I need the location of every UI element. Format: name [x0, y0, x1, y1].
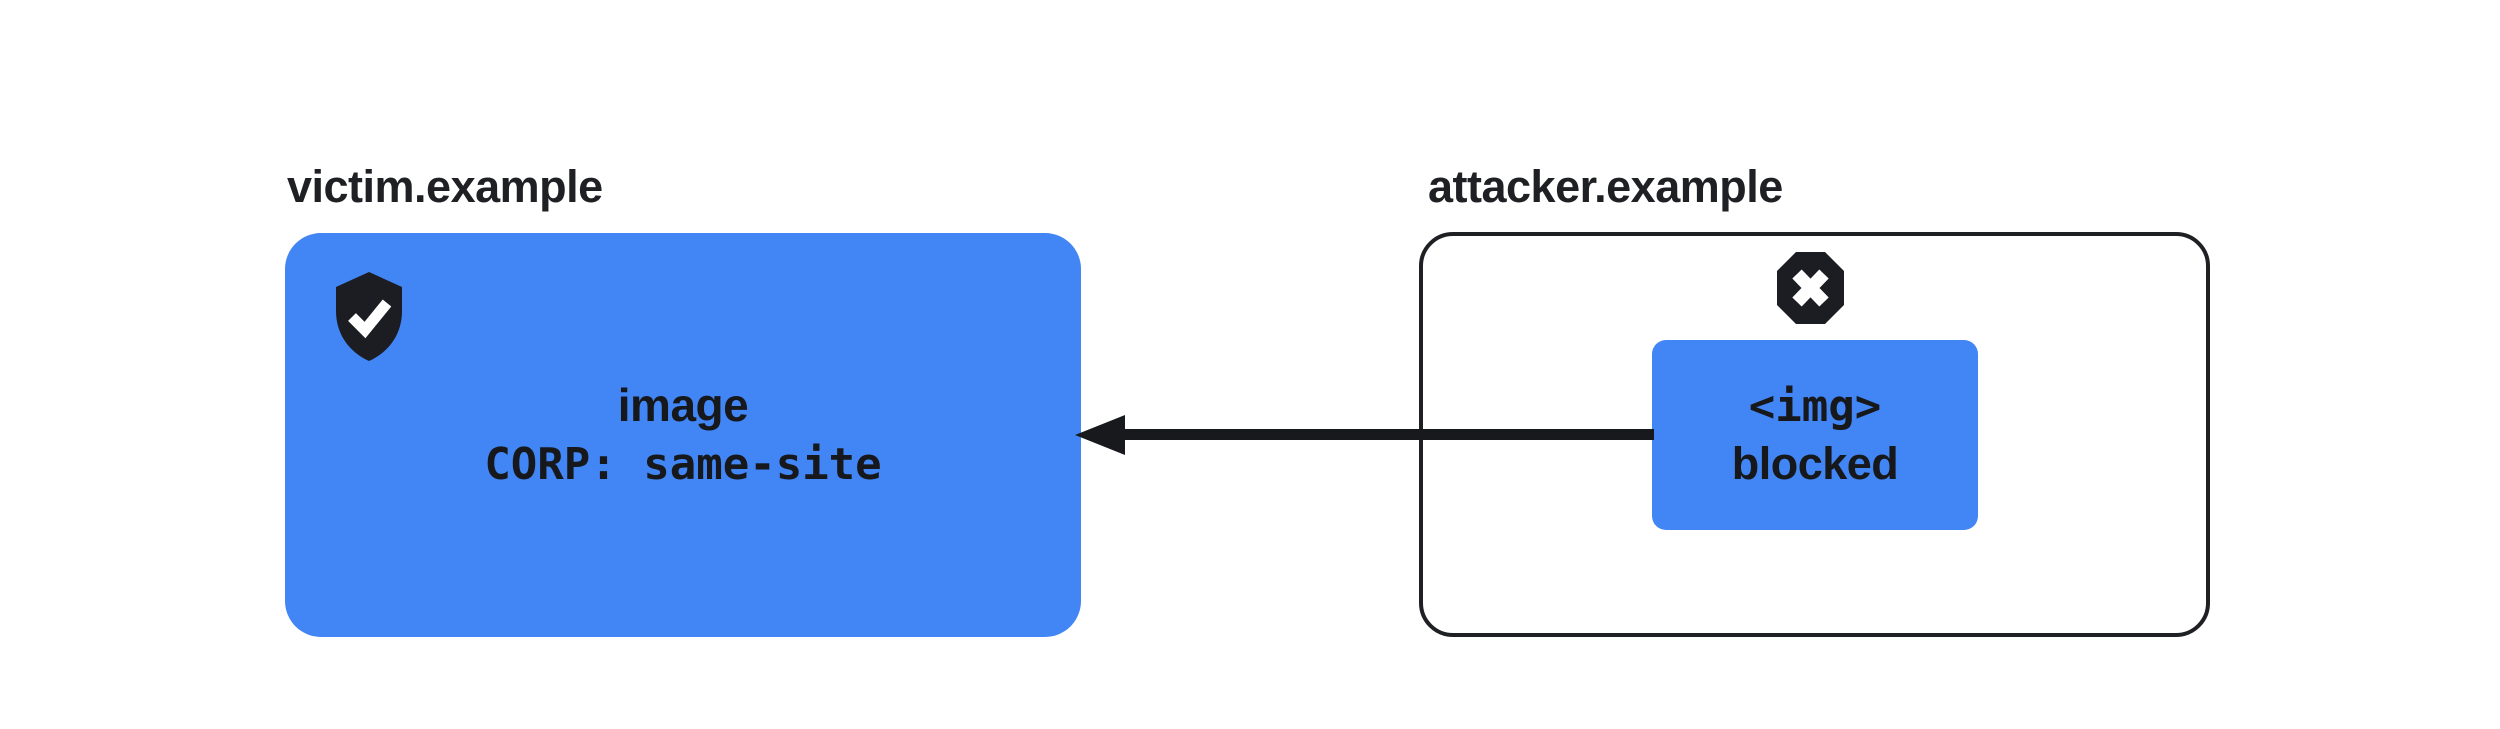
blocked-cross-icon [1775, 249, 1846, 327]
request-arrow-shaft [1122, 429, 1654, 440]
victim-corp-header: CORP: same-site [484, 439, 882, 490]
victim-site-box: image CORP: same-site [285, 233, 1081, 637]
blocked-request-box: <img> blocked [1652, 340, 1978, 530]
img-tag-text: <img> [1748, 381, 1882, 432]
blocked-text: blocked [1731, 438, 1899, 489]
request-arrow-head [1075, 415, 1125, 455]
victim-site-label: victim.example [287, 161, 603, 212]
victim-resource-type: image [617, 379, 749, 431]
shield-check-icon [329, 270, 409, 363]
attacker-site-label: attacker.example [1428, 161, 1783, 212]
